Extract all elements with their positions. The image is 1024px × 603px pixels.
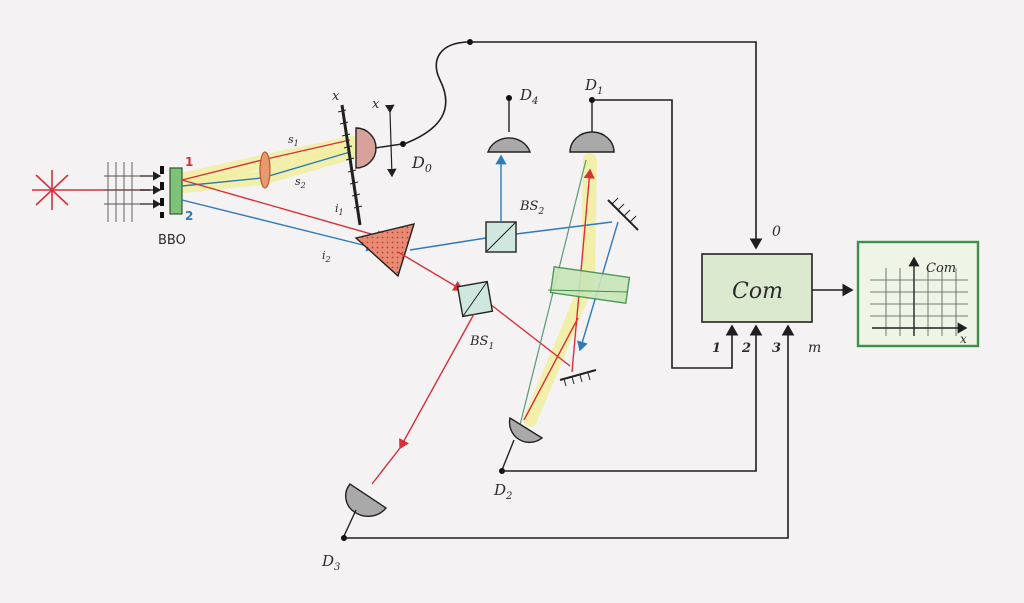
bs1-label: BS1 [469,334,494,352]
signal-wires [344,41,854,539]
prism [354,223,416,278]
signal-1-label: s1 [288,133,299,148]
slit-arrows [140,171,162,209]
mirror-bottom [559,369,597,387]
bbo-label: BBO [158,233,186,248]
d4-detector [487,137,531,153]
slit-x-mark-1: x [332,89,340,104]
input-1-label: 1 [712,341,721,356]
bbo-crystal [169,167,183,215]
d3-label: D3 [321,552,340,573]
scope-x-label: x [960,332,967,346]
bs2-label: BS2 [519,199,544,217]
d2-detector [508,416,544,444]
idler-beams [181,179,387,252]
beamsplitter-1 [456,280,494,318]
slit-x-mark-2: x [372,97,380,112]
signal-glow [175,136,597,427]
d2-label: D2 [493,481,512,502]
source-blue-index: 2 [185,209,193,223]
d0-detector [355,127,377,169]
laser-star-icon [32,170,72,210]
counter-label: Com [732,279,783,304]
beamsplitter-2 [485,221,517,253]
d0-cable [403,41,471,145]
signal-2-label: s2 [295,175,306,190]
d3-detector [345,483,388,517]
source-red-index: 1 [185,155,193,169]
scope-grid [870,268,968,336]
mirror-top [607,197,639,231]
d1-detector [569,131,615,153]
lens [259,151,271,189]
input-2-label: 2 [741,341,751,356]
beamsplitter-plate [549,266,631,304]
input-3-label: 3 [772,341,781,356]
input-m-label: m [808,340,821,356]
double-slit [160,166,164,218]
scope-display [856,240,980,348]
d1-label: D1 [584,76,603,97]
scan-arrow [384,104,397,178]
d4-label: D4 [519,86,538,107]
scope-y-label: Com [926,261,956,276]
idler-1-label: i1 [335,202,344,217]
d0-screen [337,104,363,226]
idler-2-label: i2 [322,249,331,264]
wavefront-grid [104,162,140,222]
input-0-label: 0 [772,224,781,240]
d0-label: D0 [411,153,432,175]
coincidence-counter [701,253,813,323]
